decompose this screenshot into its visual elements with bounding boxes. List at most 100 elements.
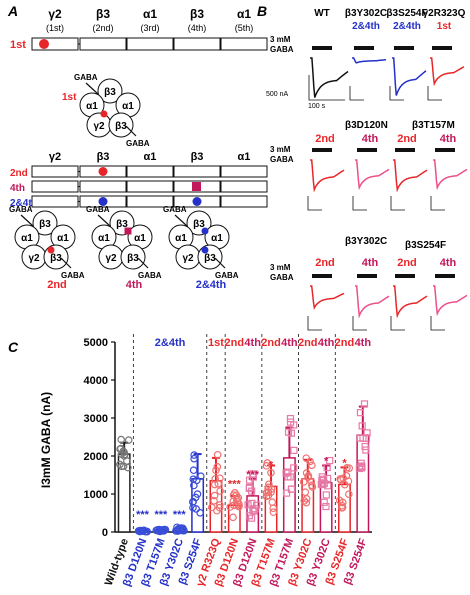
- data-point: [249, 473, 257, 481]
- data-point: [244, 501, 252, 509]
- data-point: [116, 460, 124, 469]
- scale-bar: [389, 86, 404, 101]
- panel-a: A γ2(1st)β3(2nd)α1(3rd)β3(4th)α1(5th) 1s…: [7, 3, 268, 291]
- pentamer-subunit: [97, 78, 123, 104]
- subunit-box: [126, 180, 174, 193]
- subunit-box: [31, 37, 79, 51]
- data-point: [302, 498, 311, 507]
- data-point: [362, 434, 370, 442]
- pentamer-subunit-label: α1: [175, 233, 187, 244]
- y-tick-label: 4000: [84, 375, 108, 387]
- gaba-arrow: [85, 82, 99, 95]
- gaba-arrow: [137, 257, 149, 269]
- gaba-application-bar: [312, 46, 332, 50]
- gaba-application-bar: [435, 148, 455, 152]
- row-label: 2&4th: [10, 198, 38, 209]
- mutation-marker: [201, 227, 209, 235]
- group-position-label: 2&4th: [155, 337, 186, 349]
- y-tick-label: 2000: [84, 451, 108, 463]
- gaba-label: GABA: [270, 155, 294, 164]
- pentamer-subunit-label: α1: [21, 233, 33, 244]
- gaba-arrow: [20, 214, 34, 227]
- gaba-label: GABA: [126, 139, 150, 148]
- subunit-box: [173, 165, 221, 178]
- panel-b-letter: B: [257, 3, 267, 19]
- data-point: [302, 469, 311, 477]
- significance-mark: ***: [246, 469, 260, 481]
- data-point: [267, 468, 275, 477]
- mutation-marker: [98, 197, 108, 206]
- trace-position-label: 2&4th: [393, 21, 421, 32]
- data-point: [358, 422, 366, 430]
- subunit-box: [31, 180, 79, 193]
- pentamer-position-label: 2nd: [47, 279, 67, 291]
- data-point: [192, 505, 201, 513]
- data-point: [318, 473, 326, 481]
- data-point: [343, 464, 351, 472]
- scale-bar: [352, 316, 367, 331]
- column-position-label: (2nd): [92, 23, 113, 33]
- trace-title: WT: [314, 8, 330, 19]
- group-position-label: 1st: [208, 337, 224, 349]
- panel-a-letter: A: [7, 3, 18, 19]
- data-point: [300, 496, 309, 505]
- data-point: [358, 463, 366, 471]
- scale-bar: [427, 86, 442, 101]
- data-point: [190, 454, 198, 463]
- mutation-marker: [98, 167, 108, 176]
- group-position-label: 4th: [318, 337, 335, 349]
- trace-position-label: 4th: [440, 257, 457, 269]
- current-trace: [393, 159, 428, 193]
- pentamer-subunit: [120, 244, 146, 270]
- gaba-label: GABA: [215, 271, 239, 280]
- gaba-arrow: [97, 214, 111, 227]
- data-point: [356, 409, 365, 417]
- gaba-label: GABA: [138, 271, 162, 280]
- subunit-box: [173, 37, 221, 51]
- trace-position-label: 2nd: [315, 133, 335, 145]
- pentamer-subunit-label: α1: [86, 101, 98, 112]
- data-point: [229, 513, 237, 522]
- current-trace: [355, 285, 390, 319]
- significance-mark: ***: [136, 509, 150, 521]
- gaba-application-bar: [357, 148, 377, 152]
- gaba-application-bar: [435, 274, 455, 278]
- mutation-marker: [39, 39, 49, 49]
- pentamer-position-label: 2&4th: [196, 279, 227, 291]
- pentamer-subunit-label: β3: [127, 253, 139, 264]
- data-point: [178, 526, 187, 534]
- pentamer-subunit-label: α1: [134, 233, 146, 244]
- data-point: [338, 498, 347, 507]
- scale-bar: [430, 196, 445, 211]
- trace-title: β3D120N: [345, 120, 388, 131]
- data-point: [290, 464, 298, 472]
- mutation-marker: [124, 227, 132, 235]
- subunit-box: [126, 37, 174, 51]
- scale-bar: [349, 86, 364, 101]
- gaba-arrow: [60, 257, 72, 269]
- data-point: [287, 429, 296, 437]
- mutation-marker: [192, 182, 201, 191]
- subunit-box: [220, 180, 268, 193]
- gaba-arrow: [125, 125, 137, 137]
- data-point: [232, 491, 241, 500]
- column-subunit-label: α1: [143, 7, 157, 21]
- data-point: [248, 487, 256, 495]
- data-point: [253, 501, 261, 509]
- data-point: [120, 448, 128, 456]
- mutation-marker: [47, 246, 55, 254]
- data-point: [363, 429, 371, 437]
- data-point: [235, 502, 243, 511]
- data-point: [134, 527, 143, 535]
- gaba-application-bar: [312, 274, 332, 278]
- gaba-arrow: [214, 257, 226, 269]
- mutation-marker: [192, 197, 202, 206]
- significance-mark: *: [269, 459, 274, 471]
- panel-c-letter: C: [8, 339, 19, 355]
- data-point: [213, 450, 222, 459]
- scale-bar: [352, 196, 367, 211]
- y-tick-label: 0: [102, 527, 108, 539]
- group-position-label: 2nd: [298, 337, 318, 349]
